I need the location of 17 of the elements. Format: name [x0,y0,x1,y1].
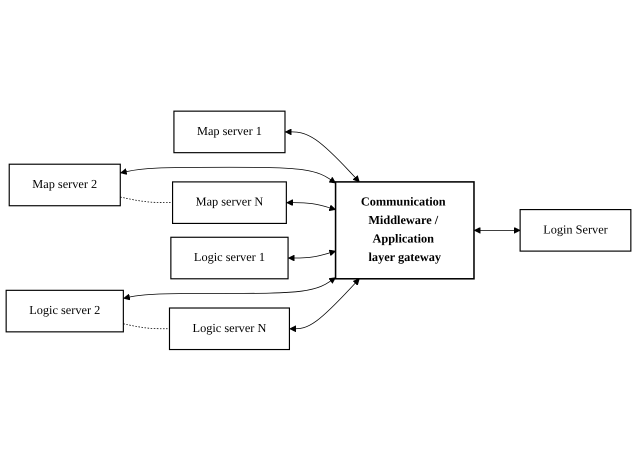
arrow [288,249,336,262]
connector [120,196,173,203]
arrow [474,226,520,234]
node-box: Login Server [520,208,632,252]
node-box: Map server 1 [173,110,286,153]
arrow [289,278,360,332]
node-box: Logic server 2 [6,289,124,332]
arrow [120,166,336,184]
node-box: Logic server N [168,307,290,350]
node-box: Communication Middleware / Application layer gateway [334,180,475,280]
arrow [123,276,336,300]
arrow [285,128,360,182]
node-box: Logic server 1 [170,236,289,280]
node-box: Map server N [172,180,287,224]
node-box: Map server 2 [8,163,121,206]
connector [122,323,170,329]
arrow [286,198,336,211]
